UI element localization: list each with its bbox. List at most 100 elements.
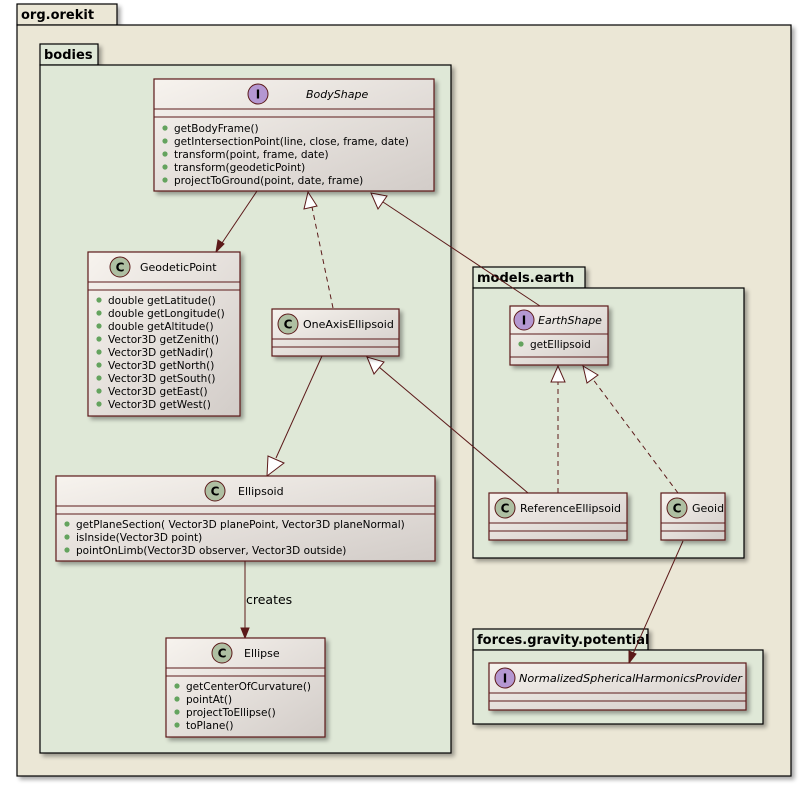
class-name: Geoid xyxy=(692,502,724,515)
class-box xyxy=(165,637,326,738)
realization-head-bodyshape-1 xyxy=(303,190,318,210)
class-ellipse[interactable]: C Ellipse getCenterOfCurvature() pointAt… xyxy=(165,637,326,738)
member-visibility-icon xyxy=(64,534,70,540)
class-geodeticpoint[interactable]: C GeodeticPoint double getLatitude() dou… xyxy=(87,251,241,417)
member-visibility-icon xyxy=(518,341,524,347)
class-name: ReferenceEllipsoid xyxy=(520,502,621,515)
member-visibility-icon xyxy=(174,709,180,715)
class-icon-letter: C xyxy=(501,502,510,516)
member: Vector3D getSouth() xyxy=(108,373,216,385)
member: getPlaneSection( Vector3D planePoint, Ve… xyxy=(76,519,405,531)
interface-icon xyxy=(513,309,535,331)
member: Vector3D getZenith() xyxy=(108,334,219,346)
class-box xyxy=(509,305,609,366)
class-name: BodyShape xyxy=(306,88,368,101)
relation-label-creates: creates xyxy=(246,592,292,607)
class-icon-letter: C xyxy=(218,647,227,661)
member: double getAltitude() xyxy=(108,321,214,333)
realization-head-earthshape-1 xyxy=(550,364,566,383)
class-normalizedsphericalharmonicsprovider[interactable]: I NormalizedSphericalHarmonicsProvider xyxy=(488,662,747,711)
association-geoid-nshp xyxy=(631,540,684,657)
class-bodyshape[interactable]: I BodyShape getBodyFrame() getIntersecti… xyxy=(153,78,435,192)
interface-icon-letter: I xyxy=(522,314,526,328)
member-visibility-icon xyxy=(174,696,180,702)
member-visibility-icon xyxy=(96,323,102,329)
association-bodyshape-geodeticpoint xyxy=(219,190,258,247)
class-name: NormalizedSphericalHarmonicsProvider xyxy=(519,672,744,685)
member-visibility-icon xyxy=(96,375,102,381)
member: getCenterOfCurvature() xyxy=(186,681,311,693)
member: getIntersectionPoint(line, close, frame,… xyxy=(174,136,409,148)
member: getEllipsoid xyxy=(530,339,591,351)
interface-icon-letter: I xyxy=(503,672,507,686)
member: Vector3D getNorth() xyxy=(108,360,214,372)
member-visibility-icon xyxy=(96,349,102,355)
realization-head-earthshape-2 xyxy=(582,364,599,384)
class-ellipsoid[interactable]: C Ellipsoid getPlaneSection( Vector3D pl… xyxy=(55,475,436,562)
member-visibility-icon xyxy=(64,521,70,527)
class-name: GeodeticPoint xyxy=(140,261,217,274)
realization-geoid-earthshape xyxy=(591,377,679,494)
class-icon-letter: C xyxy=(116,261,125,275)
class-referenceellipsoid[interactable]: C ReferenceEllipsoid xyxy=(488,492,628,541)
member-visibility-icon xyxy=(96,362,102,368)
member-visibility-icon xyxy=(162,138,168,144)
member: Vector3D getNadir() xyxy=(108,347,213,359)
member: pointOnLimb(Vector3D observer, Vector3D … xyxy=(76,545,346,557)
class-box xyxy=(87,251,241,417)
interface-icon-letter: I xyxy=(256,88,260,102)
member-visibility-icon xyxy=(96,336,102,342)
member: transform(geodeticPoint) xyxy=(174,162,305,174)
class-geoid[interactable]: C Geoid xyxy=(660,492,726,541)
member-visibility-icon xyxy=(162,164,168,170)
interface-icon xyxy=(247,83,269,105)
relations xyxy=(215,190,684,665)
member: isInside(Vector3D point) xyxy=(76,532,202,544)
class-box xyxy=(153,78,435,192)
member: double getLatitude() xyxy=(108,295,216,307)
class-box xyxy=(488,662,747,711)
member-list: double getLatitude() double getLongitude… xyxy=(96,295,225,411)
member-visibility-icon xyxy=(162,151,168,157)
realization-oneaxis-bodyshape xyxy=(311,206,334,309)
member: transform(point, frame, date) xyxy=(174,149,329,161)
member: toPlane() xyxy=(186,720,234,732)
class-icon xyxy=(277,313,299,335)
member: Vector3D getEast() xyxy=(108,386,208,398)
member-visibility-icon xyxy=(174,722,180,728)
member-visibility-icon xyxy=(162,125,168,131)
member-list: getPlaneSection( Vector3D planePoint, Ve… xyxy=(64,519,405,557)
member-visibility-icon xyxy=(96,310,102,316)
class-icon-letter: C xyxy=(211,485,220,499)
generalization-oneaxis-ellipsoid xyxy=(275,355,323,459)
member-visibility-icon xyxy=(96,401,102,407)
class-name: OneAxisEllipsoid xyxy=(303,318,394,331)
generalization-head-ellipsoid xyxy=(266,455,285,478)
member-visibility-icon xyxy=(162,177,168,183)
class-icon-letter: C xyxy=(673,502,682,516)
member: pointAt() xyxy=(186,694,232,706)
class-name: EarthShape xyxy=(538,314,602,327)
interface-icon xyxy=(494,667,516,689)
class-icon xyxy=(204,480,226,502)
generalization-refellipsoid-oneaxis xyxy=(378,366,529,494)
member-visibility-icon xyxy=(96,388,102,394)
class-icon xyxy=(666,497,688,519)
member-visibility-icon xyxy=(174,683,180,689)
member: projectToEllipse() xyxy=(186,707,276,719)
class-name: Ellipsoid xyxy=(238,485,284,498)
arrowhead-ellipse xyxy=(240,627,250,640)
class-icon-letter: C xyxy=(284,318,293,332)
generalization-head-bodyshape-2 xyxy=(370,192,388,211)
package-label-forces-gravity: forces.gravity.potential xyxy=(477,633,649,648)
class-earthshape[interactable]: I EarthShape getEllipsoid xyxy=(509,305,609,366)
member-list: getBodyFrame() getIntersectionPoint(line… xyxy=(162,123,409,187)
class-oneaxisellipsoid[interactable]: C OneAxisEllipsoid xyxy=(271,308,400,357)
class-icon xyxy=(109,256,131,278)
class-icon xyxy=(211,642,233,664)
member-list: getCenterOfCurvature() pointAt() project… xyxy=(174,681,311,732)
member: projectToGround(point, date, frame) xyxy=(174,175,363,187)
member: double getLongitude() xyxy=(108,308,225,320)
package-label-models-earth: models.earth xyxy=(477,271,574,286)
member: Vector3D getWest() xyxy=(108,399,211,411)
